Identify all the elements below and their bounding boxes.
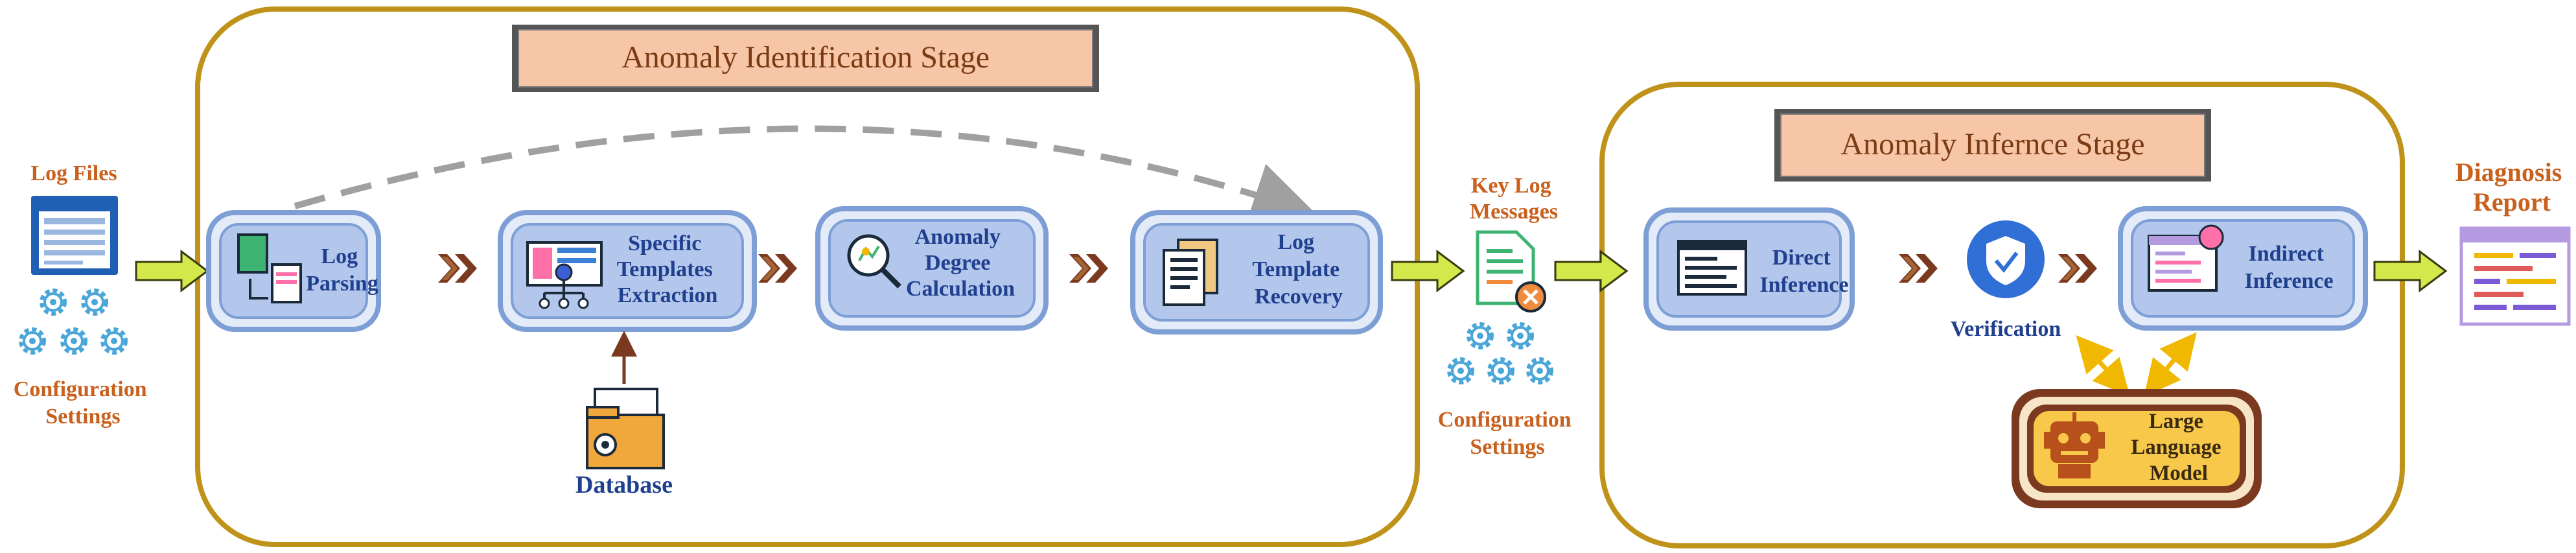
template-extraction-step: Specific Templates Extraction <box>498 210 757 332</box>
svg-text:Anomaly Identification Stage: Anomaly Identification Stage <box>621 40 990 75</box>
config-settings-label-mid: Configuration Settings <box>1438 408 1577 459</box>
llm-indirect-arrow <box>2144 332 2197 397</box>
database-label: Database <box>575 471 673 499</box>
log-files-icon <box>31 196 118 275</box>
chevron-arrow-1 <box>438 254 477 283</box>
robot-icon <box>2044 412 2105 478</box>
database-icon <box>586 388 665 469</box>
inference-stage-title: Anomaly Infernce Stage <box>1774 109 2211 182</box>
output-arrow <box>2373 250 2447 292</box>
config-settings-label: Configuration Settings <box>14 377 152 429</box>
identification-stage-title: Anomaly Identification Stage <box>512 25 1099 92</box>
svg-text:Specific Templates: Specific Templates Extraction <box>617 231 718 307</box>
document-arrow-icon <box>237 233 302 303</box>
svg-text:Large Language Mod: Large Language Model <box>2131 410 2227 485</box>
svg-text:Log Parsing: Log Parsing <box>306 244 378 296</box>
diagnosis-report-label: Diagnosis Report <box>2455 158 2569 217</box>
log-files-label: Log Files <box>30 161 117 185</box>
chevron-arrow-2 <box>758 254 797 283</box>
log-parsing-step: Log Parsing <box>206 210 381 332</box>
chevron-arrow-3 <box>1069 254 1108 283</box>
gear-cluster-icon-mid <box>1449 324 1551 382</box>
identification-output-arrow <box>1391 250 1465 292</box>
code-window-icon <box>2148 224 2224 292</box>
svg-text:Anomaly Infernce Stage: Anomaly Infernce Stage <box>1840 127 2144 161</box>
template-network-icon <box>526 241 603 309</box>
svg-text:Indirect Inference: Indirect Inference <box>2244 242 2333 293</box>
documents-stack-icon <box>1163 239 1218 306</box>
terminal-window-icon <box>1677 240 1747 296</box>
svg-text:Log Template Recov: Log Template Recovery <box>1252 230 1345 309</box>
indirect-inference-step: Indirect Inference <box>2118 206 2368 331</box>
verification-label: Verification <box>1951 317 2061 341</box>
bypass-dashed-arrow <box>294 125 1317 226</box>
gear-cluster-icon <box>21 290 126 353</box>
svg-text:Anomaly Degree Cal: Anomaly Degree Calculation <box>906 225 1015 301</box>
inference-stage-frame <box>1599 82 2405 548</box>
svg-text:Direct Inference: Direct Inference <box>1759 246 1848 297</box>
chevron-arrow-5 <box>2058 254 2097 283</box>
llm-verification-arrow <box>2076 335 2130 396</box>
template-recovery-step: Log Template Recovery <box>1130 210 1383 335</box>
anomaly-degree-step: Anomaly Degree Calculation <box>815 206 1049 331</box>
report-document-icon <box>2459 226 2571 326</box>
direct-inference-step: Direct Inference <box>1643 207 1855 331</box>
inference-input-arrow <box>1554 250 1628 292</box>
key-log-messages-label: Key Log Messages <box>1470 174 1558 224</box>
magnifier-chart-icon <box>847 234 901 288</box>
chevron-arrow-4 <box>1899 254 1938 283</box>
key-log-document-icon <box>1476 230 1546 312</box>
llm-box: Large Language Model <box>2012 389 2262 508</box>
verification-shield-icon <box>1967 220 2045 298</box>
